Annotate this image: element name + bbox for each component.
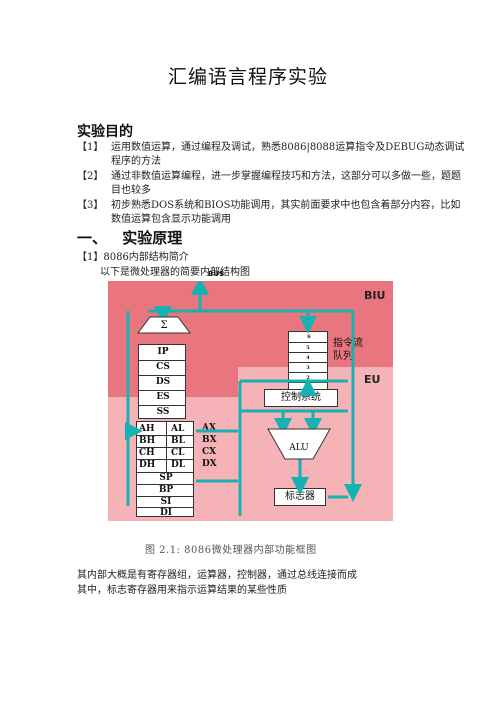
register-sp: SP bbox=[159, 473, 173, 483]
register-al: AL bbox=[171, 424, 185, 434]
bus-label: BUS bbox=[208, 270, 225, 278]
register-si: SI bbox=[160, 497, 172, 507]
section-title: 实验原理 bbox=[122, 229, 183, 247]
register-ch: CH bbox=[139, 448, 155, 458]
section-number: 一、 bbox=[77, 229, 108, 247]
queue-label: 指令流队列 bbox=[333, 338, 363, 362]
alu-shape bbox=[267, 428, 331, 460]
register-bh: BH bbox=[139, 436, 156, 446]
register-ah: AH bbox=[139, 424, 155, 434]
register-dh: DH bbox=[139, 460, 156, 470]
item-text: 运用数值运算，通过编程及调试，熟悉8086|8088运算指令及DEBUG动态调试… bbox=[111, 142, 465, 167]
section-heading: 一、 实验原理 bbox=[77, 227, 182, 248]
queue-cell-3: 3 bbox=[289, 362, 327, 373]
register-dl: DL bbox=[171, 460, 186, 470]
address-adder bbox=[137, 316, 191, 334]
bus-lines bbox=[125, 281, 362, 516]
register-di: DI bbox=[159, 508, 172, 518]
paragraph-2: 其中，标志寄存器用来指示运算结果的某些性质 bbox=[77, 585, 287, 596]
general-register-block: AH AL BH BL CH CL DH DL SP BP SI DI bbox=[136, 421, 194, 518]
register-bx: BX bbox=[202, 435, 217, 445]
subsection-heading: 【1】8086内部结构简介 bbox=[77, 252, 189, 263]
item-number: 【2】 bbox=[77, 171, 104, 182]
document-title: 汇编语言程序实验 bbox=[167, 66, 328, 88]
queue-cell-4: 4 bbox=[289, 352, 327, 363]
register-cs: CS bbox=[156, 362, 170, 372]
queue-cell-5: 5 bbox=[289, 342, 327, 353]
eu-label: EU bbox=[364, 373, 381, 386]
item-number: 【3】 bbox=[77, 200, 104, 211]
figure-caption: 图 2.1: 8086微处理器内部功能框图 bbox=[145, 545, 317, 556]
subsection-description: 以下是微处理器的简要内部结构图 bbox=[100, 267, 250, 278]
alu-label: ALU bbox=[288, 443, 309, 453]
item-number: 【1】 bbox=[77, 142, 104, 153]
biu-label: BIU bbox=[364, 289, 386, 302]
adder-symbol: Σ bbox=[160, 320, 167, 331]
register-dx: DX bbox=[202, 459, 217, 469]
purpose-heading: 实验目的 bbox=[77, 124, 133, 140]
queue-cell-6: 6 bbox=[307, 334, 311, 340]
register-ss: SS bbox=[156, 407, 170, 417]
purpose-item-3: 【3】 初步熟悉DOS系统和BIOS功能调用，其实前面要求中也包含着部分内容，比… bbox=[77, 199, 477, 227]
purpose-item-2: 【2】 通过非数值运算编程，进一步掌握编程技巧和方法，这部分可以多做一些，题题目… bbox=[77, 170, 477, 198]
register-cx: CX bbox=[202, 447, 217, 457]
item-text: 通过非数值运算编程，进一步掌握编程技巧和方法，这部分可以多做一些，题题目也较多 bbox=[111, 171, 461, 196]
purpose-item-1: 【1】 运用数值运算，通过编程及调试，熟悉8086|8088运算指令及DEBUG… bbox=[77, 141, 477, 169]
segment-register-block: IP CS DS ES SS bbox=[138, 344, 186, 419]
register-bl: BL bbox=[171, 436, 185, 446]
item-text: 初步熟悉DOS系统和BIOS功能调用，其实前面要求中也包含着部分内容，比如数值运… bbox=[111, 200, 461, 225]
register-cl: CL bbox=[171, 448, 185, 458]
register-bp: BP bbox=[158, 485, 174, 495]
register-es: ES bbox=[156, 392, 170, 402]
paragraph-1: 其内部大概是有寄存器组，运算器，控制器，通过总线连接而成 bbox=[77, 570, 357, 581]
cpu-block-diagram: BIU EU IP CS DS ES SS 6 5 4 3 2 1 指令流队列 … bbox=[108, 270, 393, 521]
register-ax: AX bbox=[202, 423, 216, 433]
register-ip: IP bbox=[157, 347, 169, 357]
register-ds: DS bbox=[155, 377, 171, 387]
diagram-connections: Σ ALU bbox=[125, 281, 362, 516]
